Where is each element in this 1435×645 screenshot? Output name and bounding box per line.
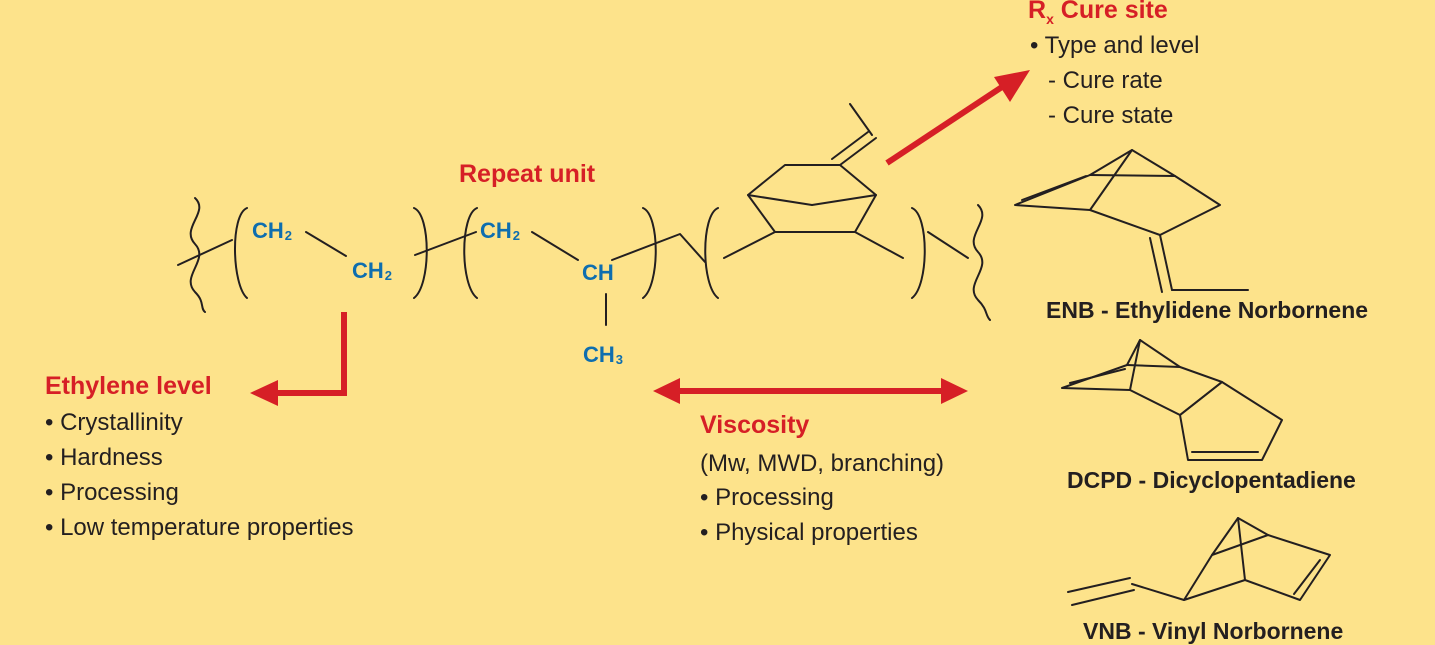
bond-between-units — [414, 231, 477, 256]
formula-ch3: CH3 — [583, 342, 624, 367]
bracket-2-right — [642, 207, 657, 299]
structure-diagram — [177, 70, 1331, 606]
enb-unit-double-bond-b — [831, 131, 869, 160]
ethylene-item: • Crystallinity — [45, 409, 183, 436]
ethylene-item: • Low temperature properties — [45, 514, 354, 541]
bond-ch2-ch — [531, 231, 579, 261]
chain-bond-end — [927, 231, 969, 259]
bracket-3-left — [704, 207, 719, 299]
vnb-molecule — [1067, 517, 1331, 606]
enb-unit-ring-bonds — [723, 231, 904, 259]
repeat-unit-label: Repeat unit — [459, 160, 596, 188]
enb-unit-methyl — [849, 103, 873, 136]
dcpd-label: DCPD - Dicyclopentadiene — [1067, 467, 1356, 493]
cure-site-heading-subscript: x — [1046, 11, 1054, 27]
bracket-3-right — [911, 207, 926, 299]
formula-ch2-b: CH2 — [352, 258, 393, 283]
vnb-label: VNB - Vinyl Norbornene — [1083, 618, 1344, 644]
formula-ch2-c: CH2 — [480, 218, 521, 243]
formula-ch2-a: CH2 — [252, 218, 293, 243]
bracket-2-left — [463, 207, 478, 299]
cure-site-bullet: • Type and level — [1030, 32, 1200, 59]
enb-molecule — [1014, 149, 1249, 293]
cure-site-heading: Rx Cure site — [1028, 0, 1168, 27]
ethylene-list: • Crystallinity • Hardness • Processing … — [45, 405, 354, 545]
enb-unit-double-bond-a — [839, 137, 877, 166]
ethylene-arrow — [250, 312, 347, 406]
chain-bond-start — [177, 239, 233, 266]
enb-unit-bridge-left — [747, 194, 813, 206]
cure-site-arrow — [885, 70, 1030, 166]
viscosity-arrow — [653, 378, 968, 404]
viscosity-item: • Physical properties — [700, 519, 918, 546]
ethylene-item: • Processing — [45, 479, 179, 506]
cure-site-heading-text: Cure site — [1053, 0, 1168, 24]
bond-to-enb-unit — [611, 233, 706, 263]
viscosity-item: • Processing — [700, 484, 834, 511]
ethylene-heading: Ethylene level — [45, 372, 212, 400]
bond-ch2-ch2 — [305, 231, 347, 257]
ethylene-item: • Hardness — [45, 444, 163, 471]
bracket-1-left — [234, 207, 248, 299]
cure-rate-item: - Cure rate — [1048, 67, 1163, 94]
right-chain-end-wave — [972, 204, 991, 321]
formula-ch: CH — [582, 260, 614, 285]
enb-label: ENB - Ethylidene Norbornene — [1046, 297, 1369, 323]
viscosity-note: (Mw, MWD, branching) — [700, 450, 945, 477]
viscosity-list: • Processing • Physical properties — [700, 480, 918, 550]
left-chain-end-wave — [189, 197, 206, 313]
cure-site-heading-r: R — [1028, 0, 1047, 24]
cure-state-item: - Cure state — [1048, 102, 1174, 129]
dcpd-molecule — [1061, 339, 1283, 461]
enb-unit-bridge-right — [811, 194, 877, 206]
viscosity-heading: Viscosity — [700, 411, 810, 439]
